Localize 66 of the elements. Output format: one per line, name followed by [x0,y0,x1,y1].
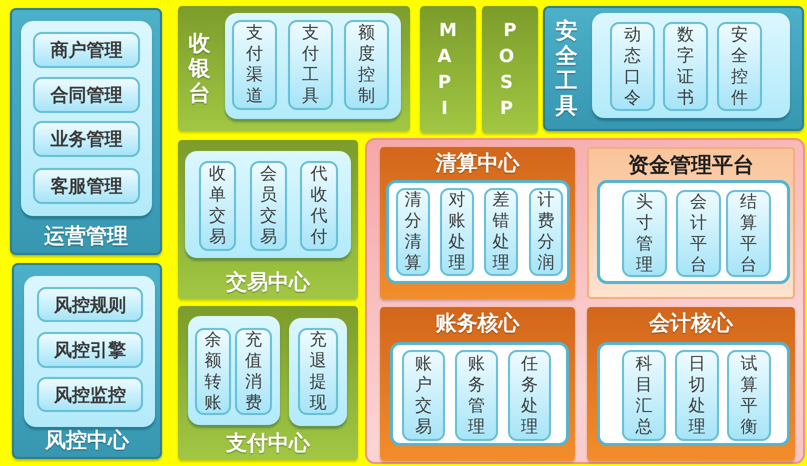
feature-tile: 日切处理 [675,350,719,441]
feature-tile: 风控监控 [37,377,143,412]
inner-panel [185,151,351,258]
module-panel [12,263,162,459]
feature-tile: 充值消费 [235,328,272,415]
inner-panel [597,180,790,284]
panel-heading: 安全工具 [554,18,578,118]
inner-panel [24,276,155,427]
module-panel [178,306,358,460]
module-panel [587,307,795,461]
feature-tile: 业务管理 [33,121,140,157]
feature-tile: 账户交易 [402,350,445,441]
feature-tile: 会计平台 [676,190,721,277]
panel-heading: 运营管理 [44,224,128,248]
feature-tile: 账务管理 [455,350,498,441]
module-panel [178,6,410,131]
inner-panel [386,180,570,284]
feature-tile: 清分清算 [396,188,430,276]
inner-panel [289,318,347,426]
feature-tile: 任务处理 [508,350,551,441]
module-panel [10,8,162,255]
panel-heading: 支付中心 [226,432,310,455]
feature-tile: 客服管理 [33,168,140,204]
interface-panel: MAPI [420,6,476,133]
feature-tile: 合同管理 [33,77,140,113]
feature-tile: 支付渠道 [232,20,277,110]
feature-tile: 商户管理 [33,32,140,68]
panel-heading: 资金管理平台 [628,154,754,178]
feature-tile: 支付工具 [288,20,333,110]
panel-heading: 账务核心 [436,312,520,336]
feature-tile: 收单交易 [199,161,236,251]
feature-tile: 科目汇总 [622,350,666,441]
feature-tile: 安全控件 [717,22,762,111]
inner-panel [592,13,790,118]
panel-heading: 收银台 [187,31,212,106]
interface-panel: POSP [482,6,538,133]
feature-tile: 动态口令 [610,22,655,111]
feature-tile: 差错处理 [484,188,518,276]
feature-tile: 对账处理 [440,188,474,276]
feature-tile: 风控规则 [37,287,143,322]
panel-heading: 交易中心 [226,270,310,294]
feature-tile: 余额转账 [195,328,231,415]
feature-tile: 头寸管理 [622,190,667,277]
inner-panel [188,316,280,425]
module-panel [543,6,804,131]
module-panel [178,140,358,299]
feature-tile: 充退提现 [298,328,338,415]
feature-tile: 会员交易 [250,161,287,251]
feature-tile: 额度控制 [344,20,389,110]
module-panel [380,147,575,299]
panel-heading: 清算中心 [436,152,520,176]
feature-tile: 试算平衡 [727,350,771,441]
feature-tile: 结算平台 [726,190,771,277]
panel-heading: 风控中心 [45,428,129,452]
feature-tile: 代收代付 [300,161,338,251]
inner-panel [365,138,805,464]
inner-panel [225,13,401,119]
panel-heading: 会计核心 [649,312,733,336]
feature-tile: 风控引擎 [37,332,143,368]
inner-panel [597,342,790,446]
feature-tile: 数字证书 [663,22,708,111]
feature-tile: 计费分润 [529,188,563,276]
inner-panel [21,21,152,216]
module-panel [587,147,795,299]
inner-panel [390,342,569,446]
module-panel [380,307,575,461]
